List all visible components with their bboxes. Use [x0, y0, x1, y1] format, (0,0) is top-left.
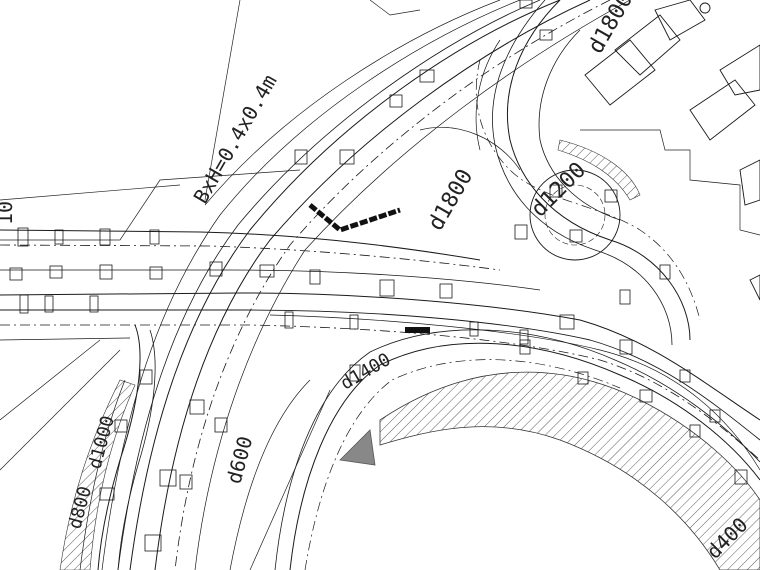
roundabout-loops — [419, 0, 701, 346]
main-road-curves — [101, 0, 631, 570]
label-culvert-size: BxH=0.4x0.4m — [189, 70, 282, 207]
hatched-embankment-south — [379, 371, 760, 570]
label-pipe-d1400: d1400 — [337, 349, 394, 394]
hatched-embankment-east — [557, 139, 641, 201]
label-pipe-d600: d600 — [222, 434, 258, 487]
label-pipe-10-left: 10 — [0, 201, 17, 225]
left-diverging-road — [79, 324, 156, 570]
direction-triangle-marker — [339, 429, 376, 466]
label-pipe-d1800-top: d1800 — [584, 0, 639, 58]
south-road-loop — [229, 329, 760, 570]
pipe-segment-thick — [308, 203, 401, 233]
hatched-embankment-southwest — [59, 379, 136, 570]
buildings — [584, 0, 760, 301]
utility-markers — [9, 0, 748, 552]
label-pipe-d1000-left: d1000 — [85, 414, 119, 472]
label-pipe-d1200: d1200 — [527, 158, 592, 223]
label-pipe-d1800-mid: d1800 — [424, 165, 479, 235]
